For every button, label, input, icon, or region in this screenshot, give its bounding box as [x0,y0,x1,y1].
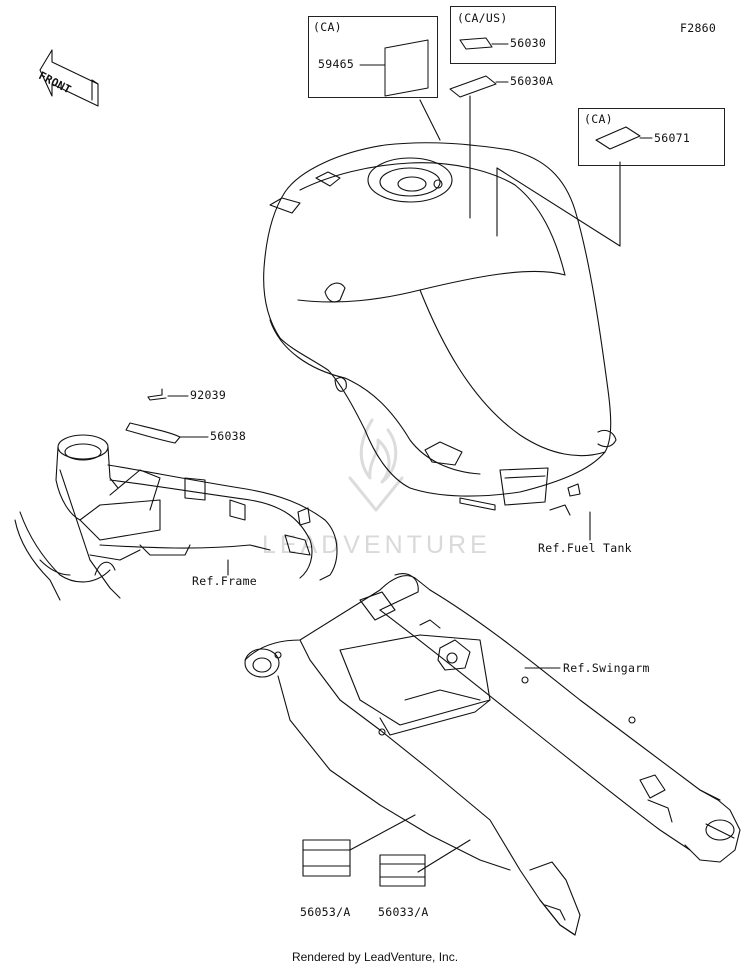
label-sticker-56030 [459,37,509,50]
watermark-logo [348,418,404,512]
footer-credit: Rendered by LeadVenture, Inc. [291,950,459,964]
watermark: LEADVENTURE [262,531,491,559]
part-59465-label[interactable]: 59465 [318,57,355,71]
ref-fuel-tank-label[interactable]: Ref.Fuel Tank [538,541,632,555]
ca-box-2-label: (CA) [584,112,613,126]
frame-leaders [167,395,229,576]
part-56071-label[interactable]: 56071 [654,131,691,145]
part-92039-label[interactable]: 92039 [190,388,227,402]
part-56038-label[interactable]: 56038 [210,429,247,443]
label-sticker-56030A [449,75,509,98]
part-56053A-label[interactable]: 56053/A [300,905,351,919]
ca-us-callout-box [450,6,556,64]
part-56033A-label[interactable]: 56033/A [378,905,429,919]
front-arrow-icon [39,49,99,107]
ca-callout-box-1 [308,16,438,98]
part-56030-label[interactable]: 56030 [510,36,547,50]
label-sticker-56053A [302,839,351,877]
ca-callout-box-2 [578,108,725,166]
ca-us-box-label: (CA/US) [457,11,508,25]
swingarm-leaders [349,667,561,873]
fuel-tank [263,142,617,516]
ca-box-1-label: (CA) [313,20,342,34]
label-sticker-56033A [379,854,426,887]
frame [14,388,338,601]
swingarm [244,573,741,936]
ref-swingarm-label[interactable]: Ref.Swingarm [563,661,650,675]
tank-leaders [419,95,621,541]
diagram-code: F2860 [680,21,717,35]
ref-frame-label[interactable]: Ref.Frame [192,574,258,588]
part-56030A-label[interactable]: 56030A [510,74,554,88]
label-sticker-56071 [595,126,653,150]
label-sticker-59465 [359,39,429,97]
